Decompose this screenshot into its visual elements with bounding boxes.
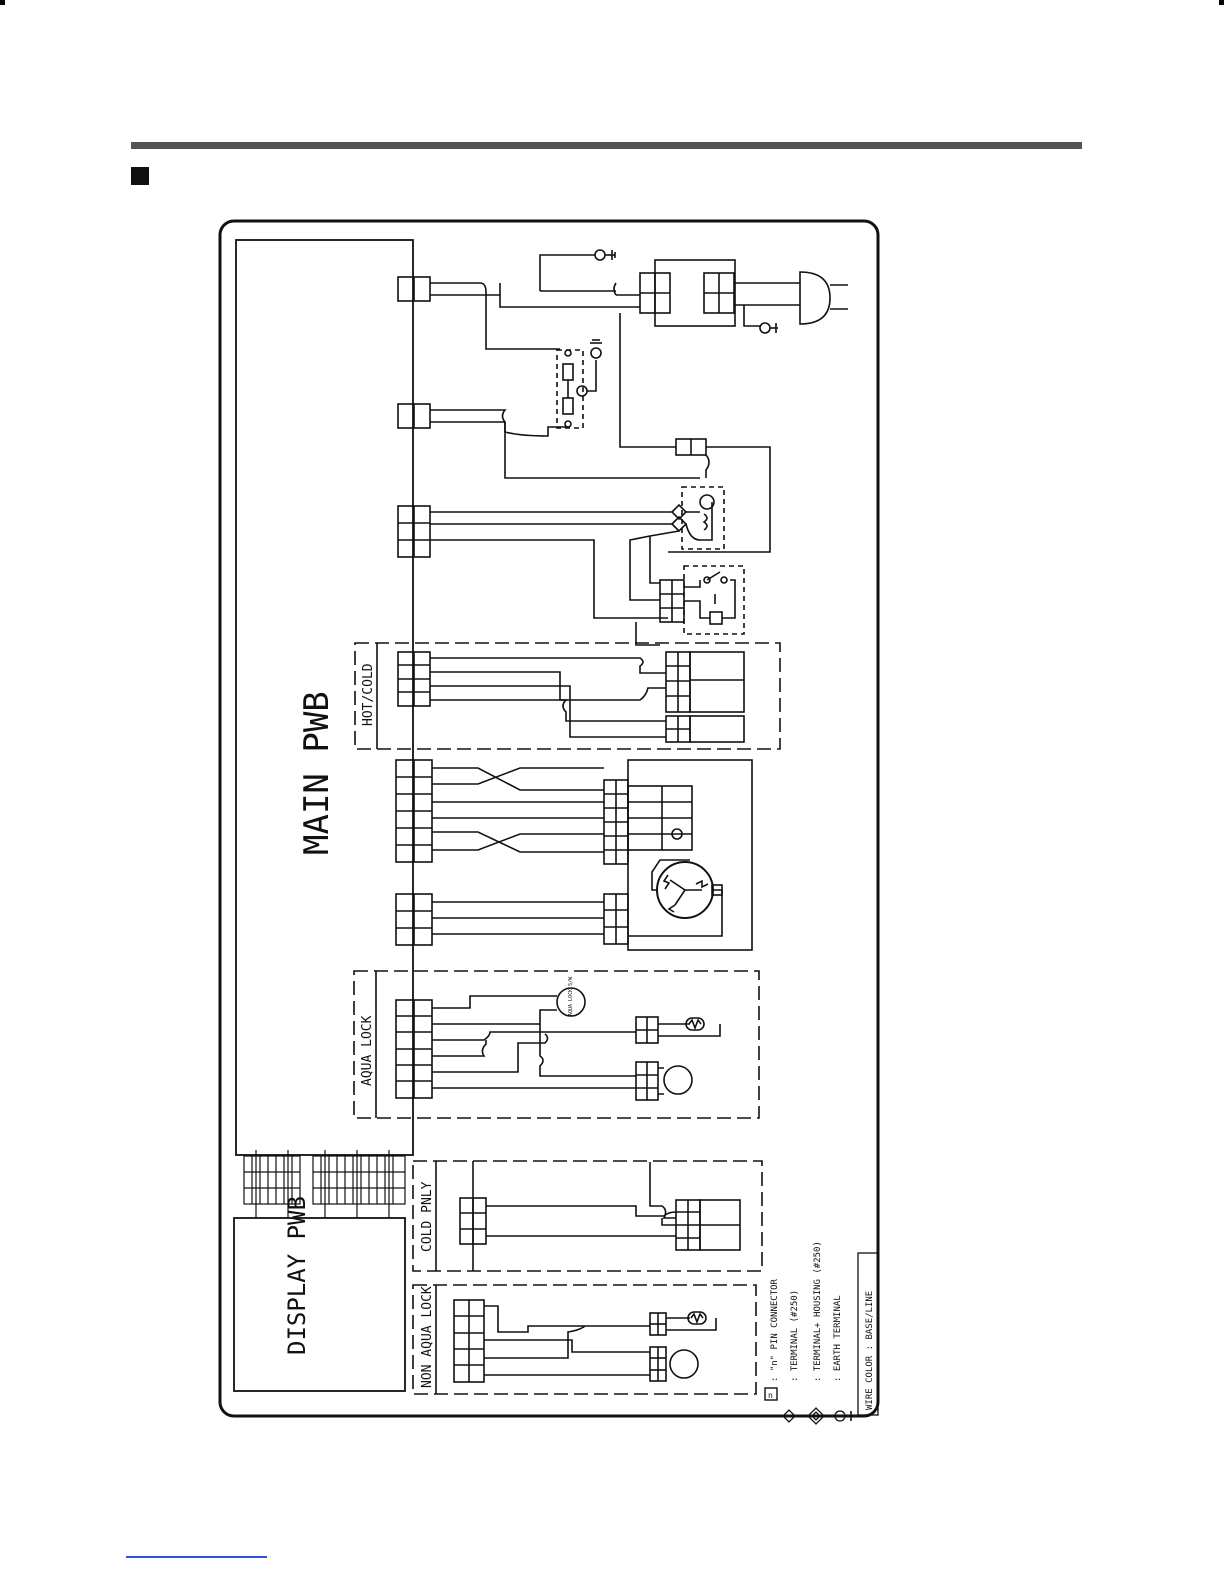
non-aqua-lock-label: NON AQUA LOCK [420, 1286, 435, 1388]
hot-cold-section: HOT/COLD [355, 643, 780, 749]
power-section [430, 250, 848, 552]
legend-symbol-n: n [768, 1391, 773, 1400]
aqua-lock-label: AQUA LOCK [360, 1015, 375, 1086]
legend: n : "n" PIN CONNECTOR : TERMINAL (#250) … [765, 1241, 878, 1424]
cold-panel-section: COLD PNLY [413, 1161, 762, 1271]
display-pwb-label: DISPLAY PWB [283, 1196, 311, 1355]
hot-cold-label: HOT/COLD [361, 663, 376, 726]
aqua-lock-sensor-label: AQUA LOCK S/W [568, 976, 574, 1016]
main-connectors [396, 277, 432, 1098]
main-pwb-label: MAIN PWB [297, 691, 337, 855]
ribbon-connector [244, 1150, 405, 1218]
legend-terminal: : TERMINAL (#250) [790, 1290, 800, 1382]
legend-earth-terminal: : EARTH TERMINAL [833, 1295, 843, 1382]
cold-panel-label: COLD PNLY [420, 1181, 435, 1252]
motor-section [432, 760, 752, 950]
non-aqua-lock-section: NON AQUA LOCK [413, 1285, 756, 1394]
compressor-section [430, 487, 744, 645]
legend-pin-connector: : "n" PIN CONNECTOR [770, 1278, 780, 1382]
legend-terminal-housing: : TERMINAL+ HOUSING (#250) [813, 1241, 823, 1382]
legend-wire-color: WIRE COLOR : BASE/LINE [865, 1291, 875, 1410]
display-pwb-box [234, 1218, 405, 1391]
